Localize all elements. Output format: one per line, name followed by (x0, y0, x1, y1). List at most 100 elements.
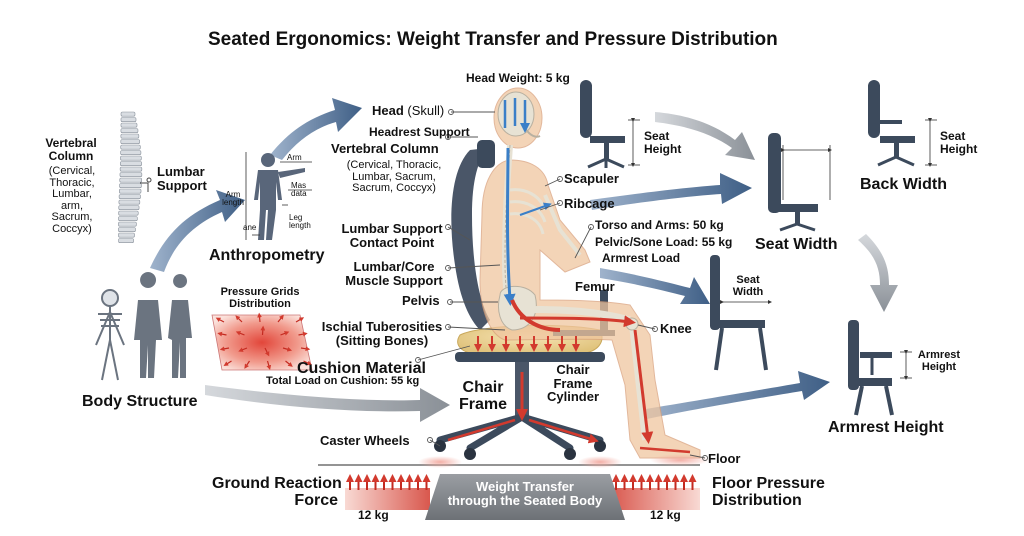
vertebra (120, 128, 139, 133)
anthropometry-figure (245, 152, 312, 240)
anthro-arm-label: Arm (287, 153, 302, 162)
seat-width-chair (768, 133, 832, 232)
pressure-arrow (235, 315, 243, 323)
chair-frame-label: Chair Frame (458, 379, 508, 413)
pressure-arrow (264, 347, 270, 357)
pressure-arrow (244, 360, 251, 369)
vertebra (118, 232, 135, 238)
pressure-arrow (285, 360, 293, 367)
anthro-arm-length-label: Arm length (222, 190, 244, 208)
back-width-chair (868, 80, 937, 167)
ribcage-label: Ribcage (564, 196, 615, 211)
pressure-arrow (217, 331, 227, 337)
armrest-height-small-label: Armrest Height (917, 349, 961, 373)
vertebra (119, 172, 143, 177)
right-kg-label: 12 kg (650, 508, 681, 522)
pressure-arrow (215, 317, 225, 323)
weight-transfer-banner: Weight Transfer through the Seated Body (447, 479, 603, 508)
head-label-bold: Head (372, 103, 404, 118)
vertebra (119, 161, 142, 166)
pressure-arrow (277, 314, 284, 323)
pressure-arrow (282, 346, 293, 352)
seat-width-small-label: Seat Width (732, 274, 764, 298)
lumbar-core-label: Lumbar/Core Muscle Support (345, 259, 443, 288)
anthro-ane-label: ane (243, 223, 257, 232)
seat-height-chair (580, 80, 640, 169)
scapuler-label: Scapuler (564, 171, 619, 186)
seat-height-label-2: Seat Height (940, 129, 978, 156)
armrest-height-chair (848, 320, 912, 416)
vertebra (119, 188, 142, 194)
leader-lines (415, 109, 708, 461)
pressure-arrow (295, 317, 305, 323)
lumbar-contact-label: Lumbar Support Contact Point (341, 221, 443, 250)
seat-width-label: Seat Width (755, 236, 838, 253)
chair-frame-cylinder-label: Chair Frame Cylinder (546, 362, 599, 405)
vertebra (119, 183, 142, 188)
vertebra (119, 166, 143, 172)
seat-height-label: Seat Height (644, 129, 682, 156)
anthropometry-label: Anthropometry (209, 247, 325, 264)
skull-label: (Skull) (407, 103, 445, 118)
pressure-arrow (266, 360, 272, 371)
back-width-label: Back Width (860, 176, 947, 193)
torso-arms-label: Torso and Arms: 50 kg (595, 218, 724, 232)
vertebra (120, 122, 138, 128)
body-structure-figures (95, 272, 192, 381)
pressure-grid (211, 312, 313, 371)
vertebra (118, 227, 136, 232)
vertebral-column-center-detail: (Cervical, Thoracic, Lumbar, Sacrum, Sac… (346, 159, 442, 195)
vertebral-column-center-label: Vertebral Column (331, 141, 439, 156)
floor-label: Floor (708, 451, 741, 466)
ground-reaction-label: Ground Reaction Force (212, 475, 342, 509)
pressure-arrow (303, 360, 313, 366)
body-structure-label: Body Structure (82, 393, 198, 410)
small-seat-width-chair (710, 255, 772, 371)
seated-human (474, 87, 701, 459)
knee-label: Knee (660, 321, 692, 336)
vertebra (118, 210, 139, 216)
pressure-arrow (257, 312, 262, 323)
vertebra (120, 155, 142, 161)
vertebra (120, 111, 136, 117)
vertebra (118, 199, 141, 205)
pressure-arrow (223, 360, 232, 366)
vertebra (120, 117, 137, 122)
anthro-mass-data-label: Mas data (291, 181, 307, 199)
headrest-support-label: Headrest Support (369, 125, 470, 139)
total-load-label: Total Load on Cushion: 55 kg (266, 375, 420, 387)
floor-and-force-pads (318, 454, 710, 520)
armrest-height-label: Armrest Height (828, 419, 944, 436)
anthro-leg-length-label: Leg length (289, 213, 311, 231)
vertebral-column-label: Vertebral Column (45, 136, 97, 163)
page-title: Seated Ergonomics: Weight Transfer and P… (208, 29, 778, 50)
cushion-material-label: Cushion Material (297, 360, 426, 377)
head-label: Head (Skull) (372, 104, 444, 118)
caster-wheels-label: Caster Wheels (320, 433, 410, 448)
vertebra (118, 216, 138, 221)
spine-illustration (118, 111, 152, 243)
pressure-arrow (280, 331, 290, 336)
vertebra (119, 177, 143, 183)
pressure-arrow (235, 331, 245, 336)
floor-pressure-label: Floor Pressure Distribution (712, 475, 825, 509)
armrest-load-label: Armrest Load (602, 251, 681, 265)
pressure-arrow (300, 346, 311, 352)
vertebra (118, 221, 137, 227)
vertebra (118, 194, 141, 199)
flow-arrows (150, 98, 898, 422)
vertebra (120, 139, 140, 144)
pressure-arrow (238, 347, 248, 352)
femur-label: Femur (575, 279, 615, 294)
pelvic-load-label: Pelvic/Sone Load: 55 kg (595, 235, 733, 249)
vertebra (118, 205, 140, 210)
vertebral-column-detail: (Cervical, Thoracic, Lumbar, arm, Sacrum… (48, 165, 96, 235)
head-weight-label: Head Weight: 5 kg (466, 71, 570, 85)
vertebra (120, 144, 141, 150)
vertebra (120, 133, 140, 139)
pressure-arrow (298, 331, 308, 337)
pelvis-label: Pelvis (402, 293, 440, 308)
vertebra (118, 238, 134, 243)
lumbar-support-label: Lumbar Support (157, 164, 207, 193)
